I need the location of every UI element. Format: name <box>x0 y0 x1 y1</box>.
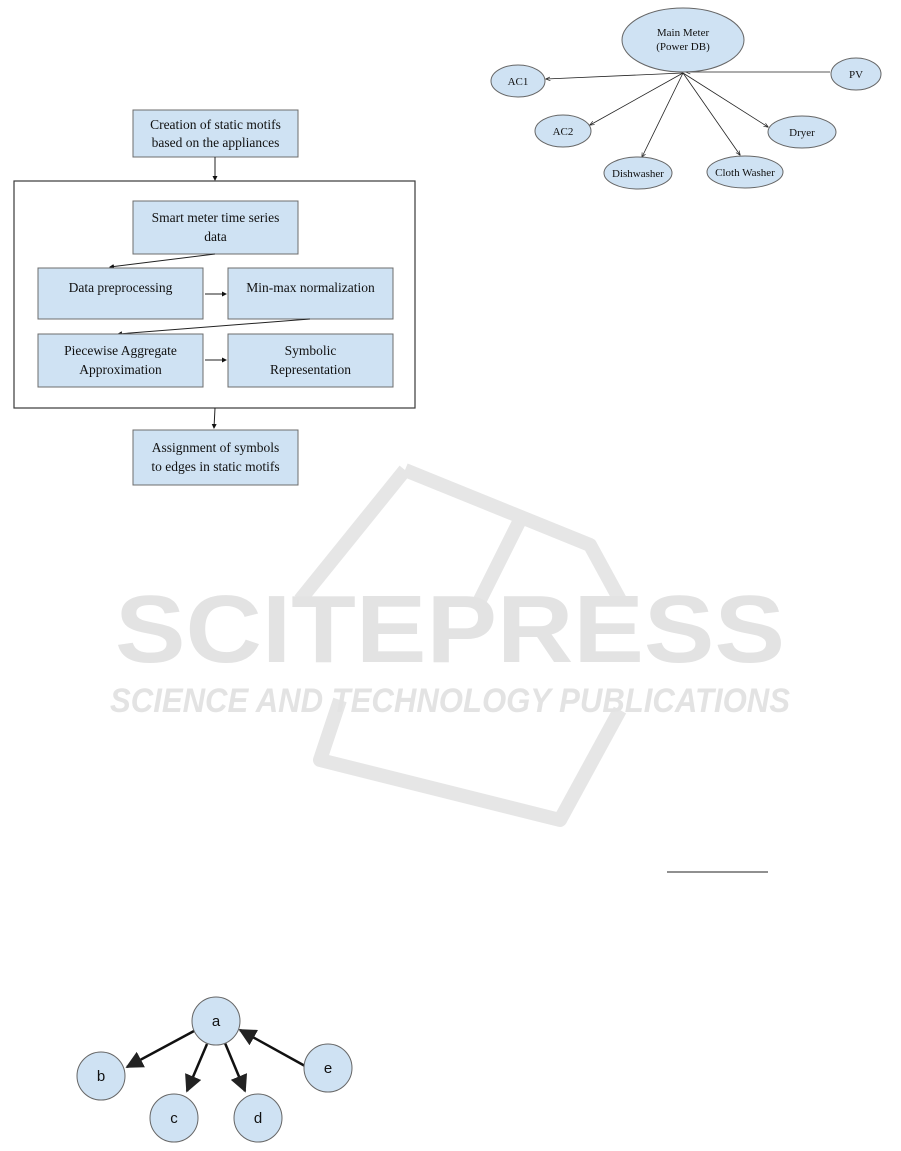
graph-node-main-meter: Main Meter (Power DB) <box>621 7 745 73</box>
graph-node-dryer: Dryer <box>767 115 837 149</box>
flow-box-line-2: based on the appliances <box>152 135 280 150</box>
motif-node-label: d <box>254 1110 262 1127</box>
flow-box-smart-meter-data: Smart meter time series data <box>132 200 299 255</box>
motif-node-d: d <box>233 1093 283 1143</box>
graph-node-label-line-2: (Power DB) <box>656 41 710 53</box>
graph-node-dishwasher: Dishwasher <box>603 156 673 190</box>
appliance-graph: Main Meter (Power DB) AC1 PV AC2 Dishwas… <box>490 7 882 190</box>
flow-box-symbolic-representation: Symbolic Representation <box>227 333 394 388</box>
graph-edge-main-to-cloth-washer <box>682 72 740 155</box>
flow-box-line-1: Symbolic <box>285 343 337 358</box>
flow-box-min-max-normalization: Min-max normalization <box>227 267 394 320</box>
flow-box-line-1: Assignment of symbols <box>152 440 280 455</box>
motif-node-b: b <box>76 1051 126 1101</box>
motif-node-c: c <box>149 1093 199 1143</box>
flow-arrow-smart-to-preprocessing <box>109 253 216 269</box>
graph-edge-main-to-dishwasher <box>642 72 684 157</box>
motif-node-label: e <box>324 1060 332 1077</box>
motif-node-label: b <box>97 1068 105 1085</box>
motif-edge-a-to-d <box>223 1042 248 1093</box>
watermark-tagline: SCIENCE AND TECHNOLOGY PUBLICATIONS <box>110 682 790 720</box>
motif-edge-a-to-c <box>185 1043 209 1093</box>
motif-node-label: c <box>170 1110 178 1127</box>
flow-box-line-2: Representation <box>270 362 351 377</box>
flow-box-line-2: Approximation <box>79 362 162 377</box>
graph-node-label: Dishwasher <box>612 168 664 180</box>
motif-node-label: a <box>212 1013 221 1030</box>
graph-node-cloth-washer: Cloth Washer <box>706 155 784 189</box>
flow-box-piecewise-aggregate: Piecewise Aggregate Approximation <box>37 333 204 388</box>
flow-arrow-normalization-to-paa <box>117 318 311 337</box>
flow-box-line-1: Piecewise Aggregate <box>64 343 177 358</box>
graph-node-label: AC2 <box>553 126 574 138</box>
flow-box-line-2: to edges in static motifs <box>151 459 279 474</box>
watermark-book-icon <box>294 463 627 827</box>
static-motif-graph: a b c d e <box>76 996 353 1143</box>
graph-node-ac2: AC2 <box>534 114 592 148</box>
graph-node-label: AC1 <box>508 76 529 88</box>
graph-node-ac1: AC1 <box>490 64 546 98</box>
flow-box-assignment-of-symbols: Assignment of symbols to edges in static… <box>132 429 299 486</box>
flow-arrow-frame-to-bottom <box>211 407 217 429</box>
graph-node-label-line-1: Main Meter <box>657 27 710 39</box>
flow-box-line-1: Min-max normalization <box>246 280 375 295</box>
watermark: SCITEPRESS SCIENCE AND TECHNOLOGY PUBLIC… <box>110 463 790 827</box>
graph-edge-main-to-ac2 <box>590 72 684 125</box>
graph-edge-main-to-ac1 <box>546 72 684 79</box>
flow-box-data-preprocessing: Data preprocessing <box>37 267 204 320</box>
flowchart: Creation of static motifs based on the a… <box>13 109 416 486</box>
graph-edge-main-to-dryer <box>682 72 768 127</box>
motif-node-a: a <box>191 996 241 1046</box>
flow-box-line-2: data <box>204 229 227 244</box>
flow-box-line-1: Data preprocessing <box>69 280 173 295</box>
graph-node-label: Cloth Washer <box>715 167 775 179</box>
flow-box-creation-static-motifs: Creation of static motifs based on the a… <box>132 109 299 158</box>
motif-node-e: e <box>303 1043 353 1093</box>
motif-edge-a-to-b <box>125 1029 195 1069</box>
motif-edge-e-to-a <box>238 1028 306 1068</box>
graph-node-label: Dryer <box>789 127 815 139</box>
graph-node-pv: PV <box>830 57 882 91</box>
watermark-brand: SCITEPRESS <box>115 576 785 683</box>
flow-box-line-1: Creation of static motifs <box>150 117 281 132</box>
flow-box-line-1: Smart meter time series <box>152 210 280 225</box>
graph-node-label: PV <box>849 69 863 81</box>
